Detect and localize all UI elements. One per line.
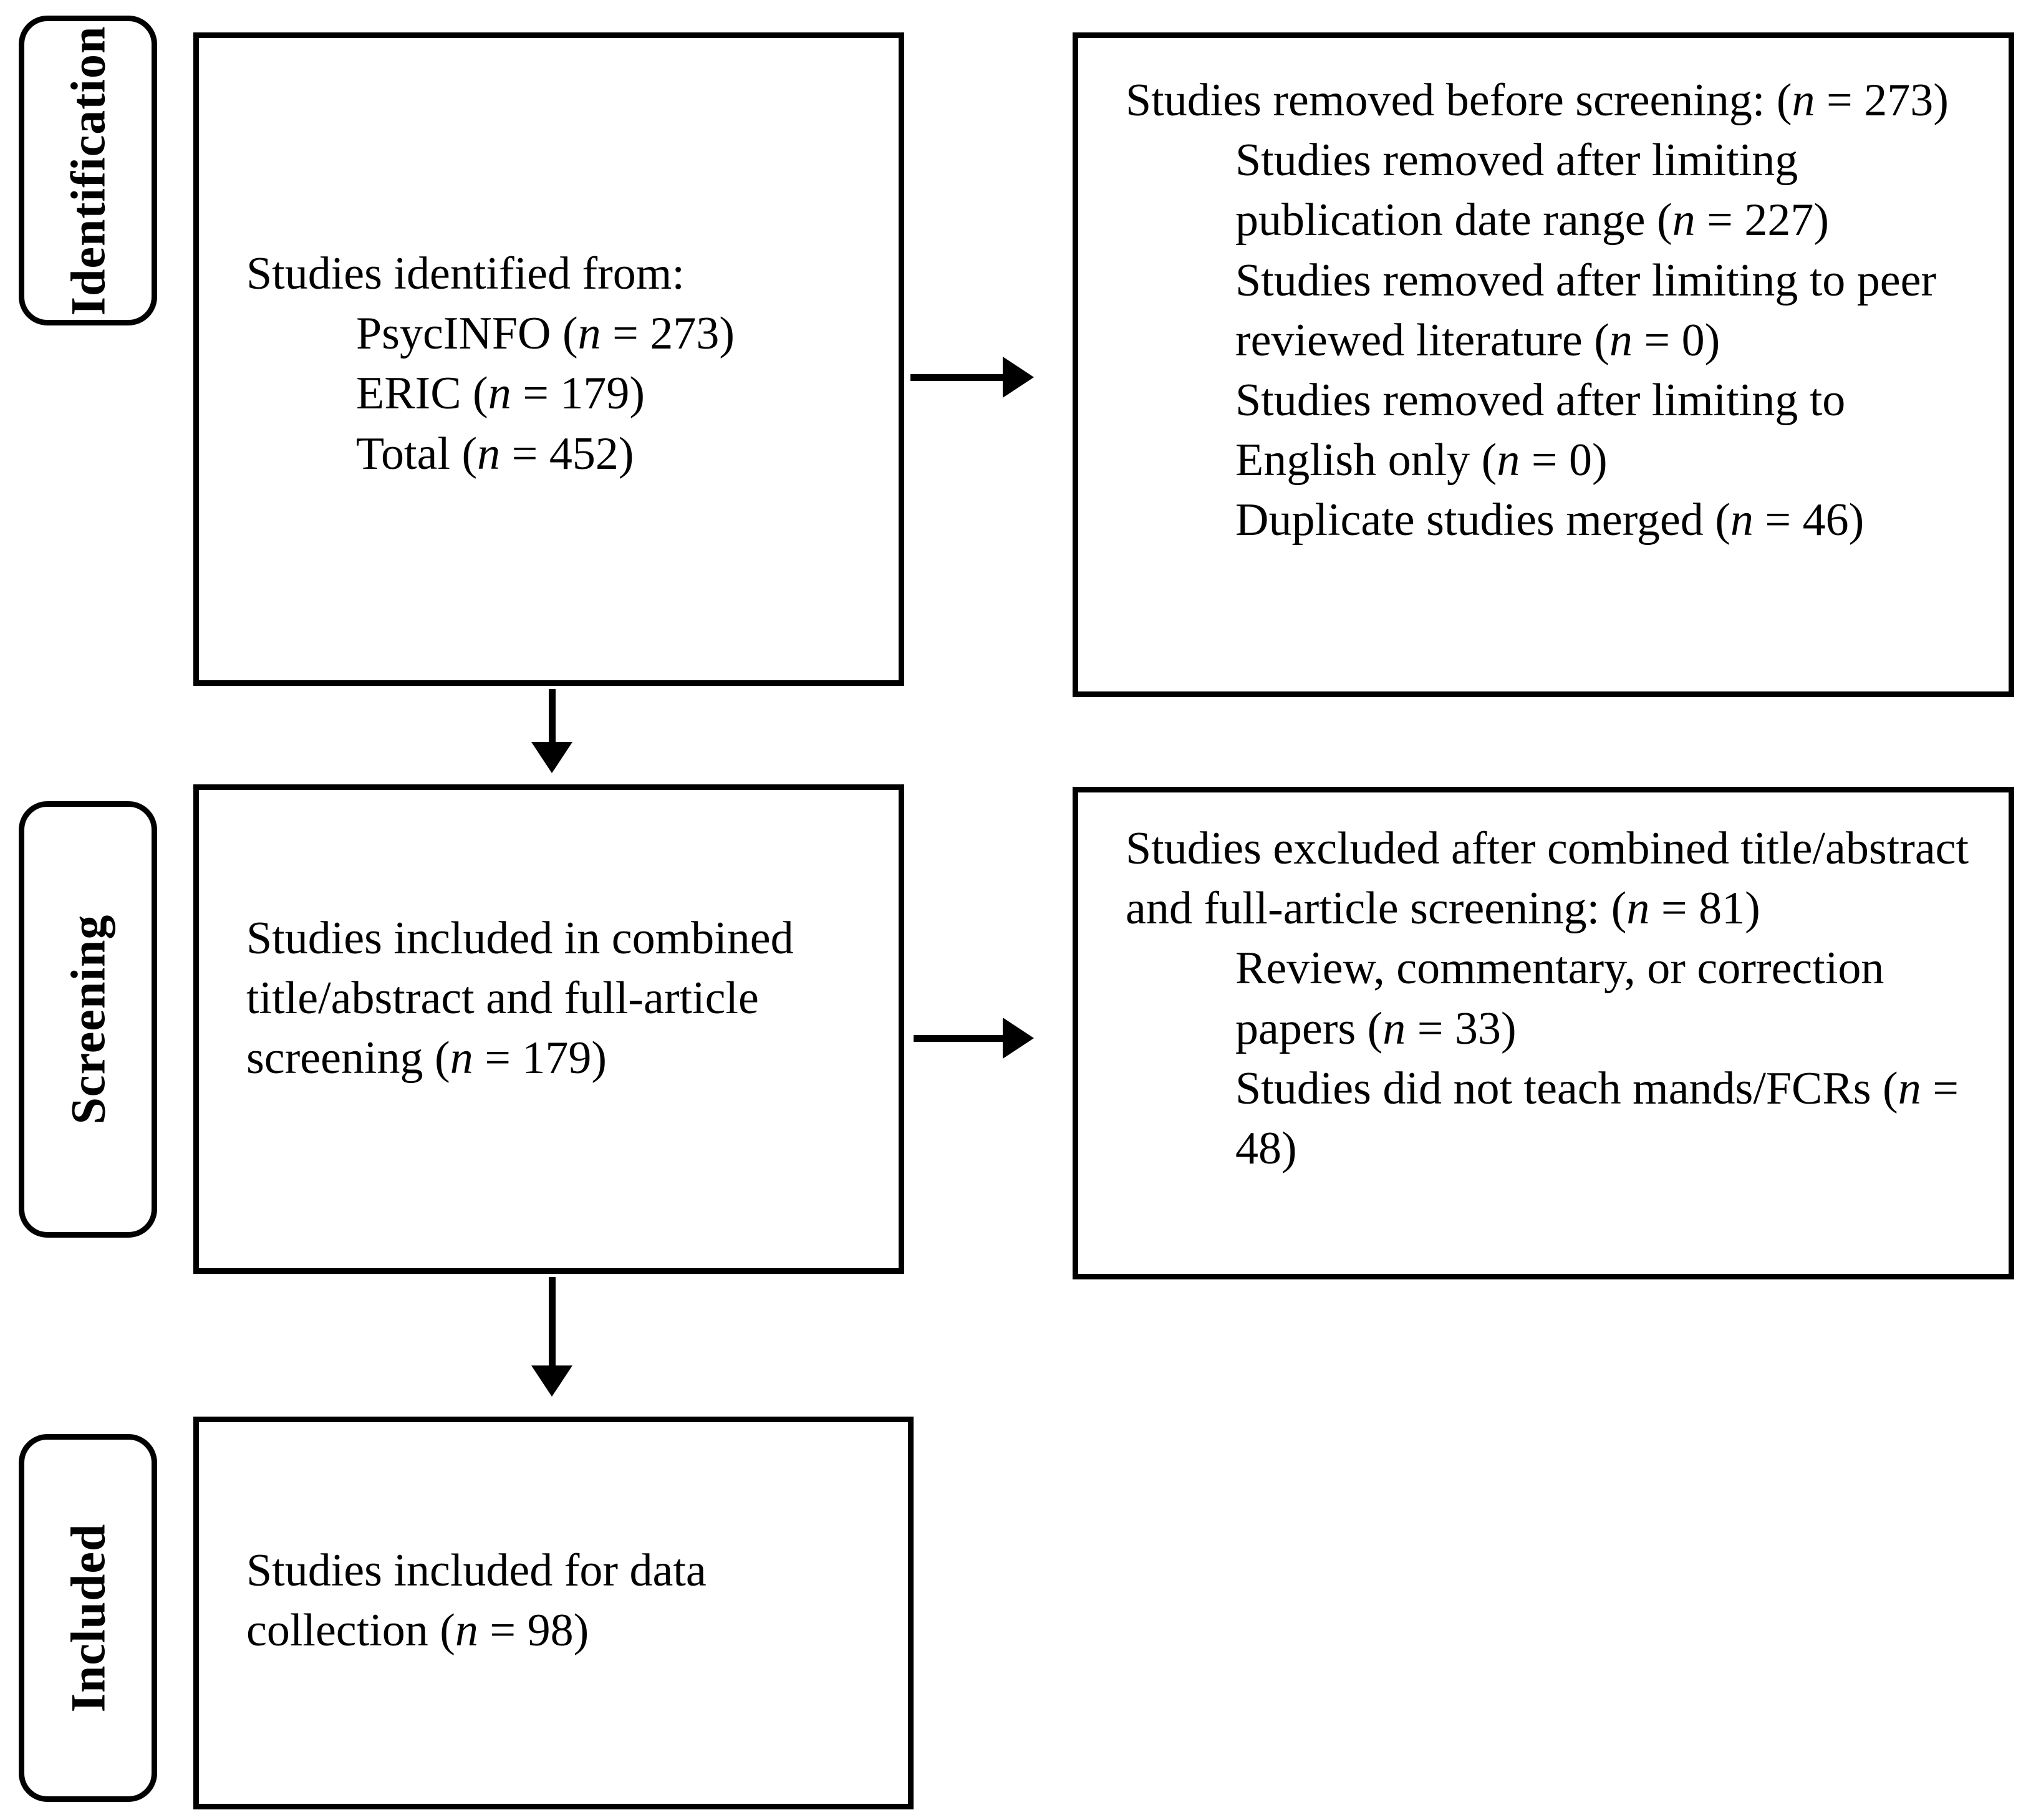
- line-text: ERIC (: [356, 368, 488, 420]
- line-value: = 0): [1632, 314, 1720, 366]
- line-value: = 452): [500, 428, 634, 479]
- n-symbol: n: [477, 428, 501, 479]
- stage-label-included-text: Included: [60, 1523, 115, 1713]
- line-value: = 273): [1815, 75, 1949, 126]
- line-text: Studies did not teach mands/FCRs (: [1235, 1062, 1898, 1114]
- line-text: Duplicate studies merged (: [1235, 494, 1730, 546]
- n-symbol: n: [1792, 75, 1815, 126]
- line-text: Total (: [356, 428, 478, 479]
- studies-screened-line-0: Studies included in combined title/abstr…: [199, 908, 855, 1089]
- n-symbol: n: [1497, 435, 1520, 486]
- studies-included-box: Studies included for data collection (n …: [193, 1417, 914, 1809]
- n-symbol: n: [1609, 314, 1633, 366]
- line-text: Review, commentary, or correction papers…: [1235, 943, 1884, 1054]
- arrow-screened-to-excluded-shaft: [914, 1035, 1010, 1042]
- studies-removed-line-1: Studies removed after limiting publicati…: [1078, 130, 1984, 250]
- studies-removed-line-0: Studies removed before screening: (n = 2…: [1078, 70, 1984, 130]
- arrow-identified-to-removed-head: [1003, 357, 1034, 398]
- studies-removed-box: Studies removed before screening: (n = 2…: [1073, 32, 2014, 697]
- line-value: = 48): [1235, 1062, 1959, 1174]
- studies-screened-box: Studies included in combined title/abstr…: [193, 784, 904, 1274]
- line-value: = 273): [601, 308, 735, 360]
- studies-excluded-box: Studies excluded after combined title/ab…: [1073, 787, 2014, 1279]
- studies-removed-line-3: Studies removed after limiting to Englis…: [1078, 370, 1984, 490]
- line-text: Studies included for data collection (: [246, 1545, 707, 1657]
- n-symbol: n: [1730, 494, 1754, 546]
- studies-removed-line-2: Studies removed after limiting to peer r…: [1078, 251, 1984, 370]
- arrow-screened-to-included-shaft: [549, 1277, 556, 1383]
- line-text: Studies removed after limiting to Englis…: [1235, 374, 1846, 486]
- n-symbol: n: [1898, 1062, 1921, 1114]
- stage-label-screening: Screening: [19, 801, 157, 1238]
- studies-identified-line-0: Studies identified from:: [199, 244, 899, 304]
- studies-excluded-line-2: Studies did not teach mands/FCRs (n = 48…: [1078, 1059, 1984, 1178]
- arrow-screened-to-excluded-head: [1003, 1018, 1034, 1059]
- line-value: = 227): [1695, 195, 1830, 246]
- stage-label-identification: Identification: [19, 16, 157, 325]
- stage-label-screening-text: Screening: [60, 914, 115, 1125]
- line-text: PsycINFO (: [356, 308, 578, 360]
- line-text: Studies excluded after combined title/ab…: [1126, 823, 1969, 935]
- n-symbol: n: [450, 1033, 473, 1084]
- arrow-identified-to-screened-head: [531, 742, 572, 773]
- n-symbol: n: [1672, 195, 1696, 246]
- studies-identified-line-1: PsycINFO (n = 273): [199, 304, 899, 364]
- arrow-screened-to-included-head: [531, 1365, 572, 1397]
- n-symbol: n: [1382, 1003, 1406, 1054]
- line-value: = 179): [511, 368, 645, 420]
- line-text: Studies removed after limiting to peer r…: [1235, 254, 1937, 366]
- line-text: Studies identified from:: [246, 248, 685, 299]
- studies-excluded-line-0: Studies excluded after combined title/ab…: [1078, 819, 1984, 938]
- stage-label-identification-text: Identification: [60, 26, 115, 315]
- n-symbol: n: [577, 308, 601, 360]
- line-value: = 81): [1649, 883, 1760, 935]
- line-text: Studies removed before screening: (: [1126, 75, 1792, 126]
- arrow-identified-to-removed-shaft: [910, 374, 1010, 381]
- n-symbol: n: [1626, 883, 1650, 935]
- arrow-identified-to-screened-shaft: [549, 689, 556, 758]
- line-value: = 33): [1406, 1003, 1517, 1054]
- line-value: = 46): [1753, 494, 1865, 546]
- line-text: Studies removed after limiting publicati…: [1235, 135, 1798, 246]
- studies-identified-line-2: ERIC (n = 179): [199, 364, 899, 423]
- studies-identified-line-3: Total (n = 452): [199, 424, 899, 484]
- n-symbol: n: [455, 1605, 478, 1657]
- studies-identified-box: Studies identified from: PsycINFO (n = 2…: [193, 32, 904, 686]
- n-symbol: n: [488, 368, 511, 420]
- studies-excluded-line-1: Review, commentary, or correction papers…: [1078, 938, 1984, 1058]
- line-value: = 98): [478, 1605, 589, 1657]
- studies-removed-line-4: Duplicate studies merged (n = 46): [1078, 490, 1984, 550]
- line-value: = 179): [473, 1033, 607, 1084]
- line-value: = 0): [1520, 435, 1608, 486]
- line-text: Studies included in combined title/abstr…: [246, 913, 794, 1084]
- studies-included-line-0: Studies included for data collection (n …: [199, 1541, 839, 1660]
- stage-label-included: Included: [19, 1434, 157, 1802]
